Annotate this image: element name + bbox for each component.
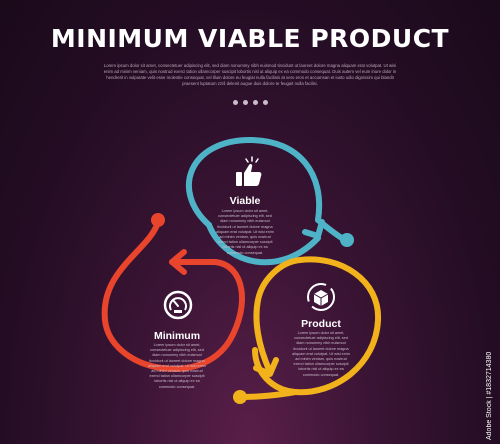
- product-top-link: [253, 257, 303, 375]
- viable-arrowhead: [302, 219, 325, 239]
- minimum-label: Minimum: [153, 330, 201, 342]
- minimum-end-dot: [151, 213, 165, 227]
- pagination-dot: [243, 100, 248, 105]
- product-end-dot: [233, 390, 247, 404]
- product-label: Product: [301, 318, 341, 330]
- pagination-dots: [230, 100, 270, 106]
- minimum-arrowhead: [169, 249, 187, 275]
- minimum-description: Lorem ipsum dolor sit amet, consectetuer…: [148, 343, 206, 389]
- pagination-dot: [263, 100, 268, 105]
- viable-tail: [206, 222, 321, 266]
- viable-description: Lorem ipsum dolor sit amet, consectetuer…: [216, 209, 274, 255]
- stock-id-watermark: Adobe Stock | #1832714380: [486, 351, 493, 440]
- product-arrowhead: [253, 357, 279, 377]
- thumbs-up-icon: [236, 156, 262, 186]
- intro-paragraph: Lorem ipsum dolor sit amet, consectetuer…: [103, 63, 397, 86]
- viable-loop: [186, 136, 323, 228]
- box-cycle-icon: [307, 283, 335, 311]
- product-loop: [252, 256, 382, 396]
- pagination-dot: [233, 100, 238, 105]
- viable-label: Viable: [229, 195, 261, 207]
- minimum-loop: [101, 219, 245, 372]
- page-title: MINIMUM VIABLE PRODUCT: [50, 24, 450, 53]
- product-bottom-link: [239, 389, 298, 400]
- gauge-icon: [163, 290, 193, 320]
- product-description: Lorem ipsum dolor sit amet, consectetuer…: [292, 331, 350, 377]
- pagination-dot: [253, 100, 258, 105]
- viable-end-dot: [340, 233, 354, 247]
